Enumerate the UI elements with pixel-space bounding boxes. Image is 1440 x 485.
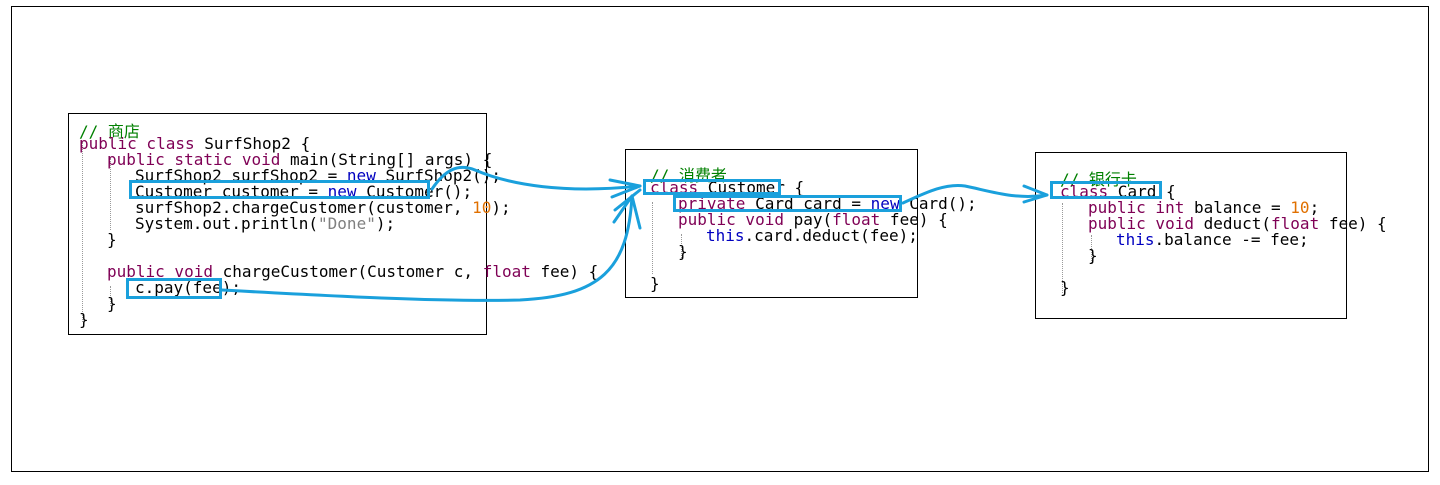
code-line-close-brace: } [1088,246,1098,265]
code-comment-card: // 银行卡 [1060,166,1137,189]
keyword: float [832,210,881,229]
code-text: fee) { [880,210,948,229]
diagram-frame [11,6,1429,472]
code-text: balance = [1193,198,1291,217]
code-text: ); [491,198,511,217]
code-text: } [1088,246,1098,265]
code-text: surfShop2.chargeCustomer(customer, [135,198,473,217]
code-text: } [650,274,660,293]
keyword: float [1271,214,1320,233]
keyword: public int [1088,198,1194,217]
code-text: fee) { [530,262,599,281]
code-line-println: System.out.println("Done"); [135,214,396,233]
code-line-class-surfshop: public class SurfShop2 { [79,134,311,153]
keyword: public void [107,262,223,281]
indent-guide [1091,235,1092,263]
arrowhead [608,178,642,199]
keyword: public static void [107,150,291,169]
number-literal: 10 [472,198,492,217]
highlight-new-customer [129,180,430,199]
code-line-close-brace: } [678,242,688,261]
code-line-main: public static void main(String[] args) { [107,150,493,169]
code-text: main(String[] args) { [290,150,493,169]
code-line-charge-call: surfShop2.chargeCustomer(customer, 10); [135,198,511,217]
code-text: c.pay(fee); [135,278,241,297]
indent-guide [110,158,111,230]
code-comment-shop: // 商店 [79,118,140,141]
code-text: chargeCustomer(Customer c, [222,262,483,281]
code-line-charge-method: public void chargeCustomer(Customer c, f… [107,262,599,281]
code-text: deduct( [1203,214,1272,233]
code-line-close-brace: } [650,274,660,293]
code-text: Card(); [899,194,977,213]
code-text: Card card = [745,194,871,213]
code-line-close-brace: } [1060,278,1070,297]
highlight-class-card [1050,181,1162,199]
indent-guide [681,234,682,258]
keyword: this [706,226,745,245]
number-literal: 10 [1290,198,1310,217]
highlight-card-field [673,195,902,212]
code-line-close-brace: } [107,294,117,313]
code-line-balance-decrement: this.balance -= fee; [1116,230,1309,249]
highlight-class-customer [643,179,781,195]
code-text: fee) { [1319,214,1387,233]
string-literal: "Done" [318,214,376,233]
code-line-pay-method: public void pay(float fee) { [678,210,948,229]
card-code-box: // 银行卡 class Card { public int balance =… [1035,152,1387,319]
keyword: private [678,194,746,213]
keyword: public void [678,210,794,229]
keyword: public class [79,134,205,153]
code-line-pay-call: c.pay(fee); [135,278,241,297]
arrow-card-field-to-class [901,183,1049,205]
code-line-deduct-method: public void deduct(float fee) { [1088,214,1387,233]
code-text: ; [1309,198,1320,217]
customer-code-box: // 消费者 class Customer { private Card car… [625,149,977,298]
keyword: new [870,194,900,213]
arrow-flourish [613,188,642,212]
comment-text: // 商店 [79,122,140,141]
code-line-close-brace: } [107,230,117,249]
arrow-new-customer-to-class [430,165,642,191]
indent-guide [652,202,653,274]
arrow-pay-call-to-class [220,194,634,302]
arrowhead [1022,184,1049,204]
code-text: .card.deduct(fee); [744,226,918,245]
code-text: } [79,310,89,329]
comment-text: // 银行卡 [1060,170,1137,189]
code-text: SurfShop2 { [204,134,311,153]
indent-guide [110,286,111,306]
code-text: } [678,242,688,261]
code-text: } [107,294,117,313]
code-text: } [107,230,117,249]
code-text: } [1060,278,1070,297]
code-text: pay( [793,210,833,229]
keyword: this [1116,230,1155,249]
highlight-pay-call [126,278,222,299]
indent-guide [82,142,83,322]
code-text: ); [375,214,396,233]
indent-guide [1062,203,1063,293]
code-line-deduct-call: this.card.deduct(fee); [706,226,918,245]
keyword: public void [1088,214,1204,233]
code-text: System.out.println( [135,214,319,233]
code-text: .balance -= fee; [1154,230,1309,249]
keyword: float [482,262,531,281]
code-line-balance-field: public int balance = 10; [1088,198,1320,217]
code-line-card-field: private Card card = new Card(); [678,194,977,213]
code-line-close-brace: } [79,310,89,329]
